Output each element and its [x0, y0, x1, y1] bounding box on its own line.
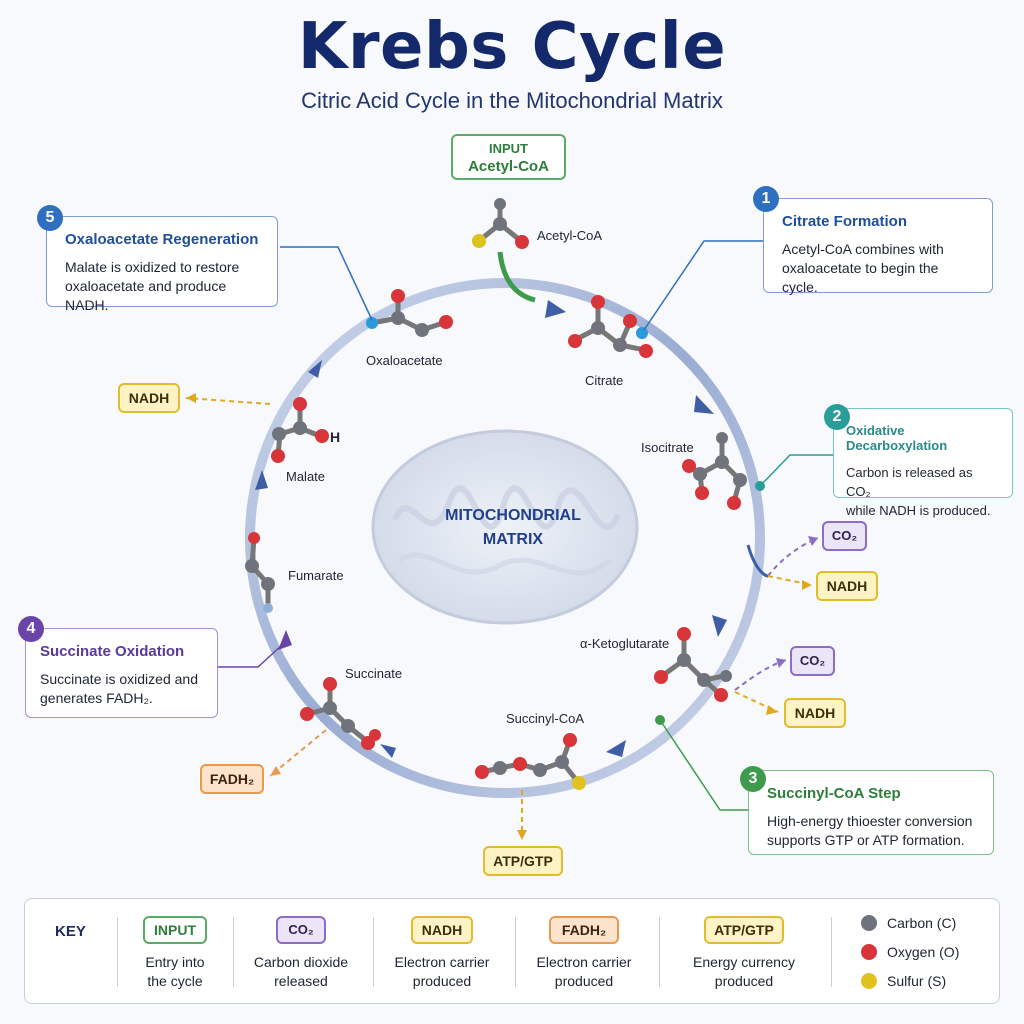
key-sulfur-label: Sulfur (S): [887, 973, 947, 989]
step-4-box: Succinate Oxidation Succinate is oxidize…: [25, 628, 218, 718]
page-subtitle: Citric Acid Cycle in the Mitochondrial M…: [301, 88, 723, 113]
step-4-line2: generates FADH₂.: [40, 690, 153, 706]
input-arrow: [497, 251, 536, 303]
step-3-badge: 3: [740, 766, 766, 792]
matrix-label: MITOCHONDRIAL MATRIX: [413, 504, 613, 552]
co2-chip-ketoglutarate: CO₂: [790, 646, 835, 676]
nadh-chip-malate: NADH: [118, 383, 180, 413]
key-input-line2: the cycle: [147, 973, 203, 989]
nadh-chip-isocitrate: NADH: [816, 571, 878, 601]
succinate-molecule: [300, 677, 381, 750]
key-atp-line1: Energy currency: [693, 954, 795, 970]
oxaloacetate-molecule: [366, 289, 453, 337]
step-2-line2: while NADH is produced.: [846, 503, 991, 518]
oxaloacetate-label: Oxaloacetate: [366, 353, 443, 368]
key-nadh-chip: NADH: [411, 916, 473, 944]
step-3-box: Succinyl-CoA Step High-energy thioester …: [748, 770, 994, 855]
key-carbon-label: Carbon (C): [887, 915, 957, 931]
isocitrate-molecule: [682, 432, 765, 510]
malate-h-label: H: [330, 429, 341, 445]
malate-molecule: [271, 397, 329, 463]
key-nadh-line2: produced: [412, 973, 472, 989]
step-3-line2: supports GTP or ATP formation.: [767, 832, 965, 848]
key-divider: [233, 917, 234, 987]
key-nadh-desc: Electron carrier produced: [382, 953, 502, 991]
step-4-line1: Succinate is oxidized and: [40, 671, 198, 687]
legend-key: KEY INPUT Entry into the cycle CO₂ Carbo…: [24, 898, 1000, 1004]
carbon-atom-icon: [861, 915, 877, 931]
input-tag: INPUT: [489, 141, 528, 156]
mitochondrion-graphic: [371, 429, 639, 625]
key-nadh-line1: Electron carrier: [394, 954, 490, 970]
step-3-line1: High-energy thioester conversion: [767, 813, 973, 829]
fumarate-molecule: [245, 532, 275, 613]
oxygen-atom-icon: [861, 944, 877, 960]
citrate-molecule: [568, 295, 653, 358]
step-2-badge: 2: [824, 404, 850, 430]
sulfur-atom-icon: [861, 973, 877, 989]
key-divider: [117, 917, 118, 987]
step-4-badge: 4: [18, 616, 44, 642]
step-5-line2: oxaloacetate and produce NADH.: [65, 278, 227, 313]
alpha-ketoglutarate-molecule: [654, 627, 732, 702]
co2-chip-isocitrate: CO₂: [822, 521, 867, 551]
succinyl-coa-molecule: [475, 733, 586, 790]
product-arrows: [185, 393, 819, 840]
step-5-box: Oxaloacetate Regeneration Malate is oxid…: [46, 216, 278, 313]
isocitrate-label: Isocitrate: [641, 440, 694, 455]
succinate-label: Succinate: [345, 666, 403, 681]
key-co2-chip: CO₂: [276, 916, 326, 944]
succinyl-coa-label: Succinyl-CoA: [506, 711, 585, 726]
step-1-line2: oxaloacetate to begin the cycle.: [782, 260, 939, 295]
key-fadh2-line2: produced: [554, 973, 614, 989]
key-atp-line2: produced: [714, 973, 774, 989]
fadh2-chip: FADH₂: [200, 764, 264, 794]
key-fadh2-chip: FADH₂: [549, 916, 619, 944]
step-5-title: Oxaloacetate Regeneration: [65, 231, 259, 248]
key-atom-swatches: [861, 915, 877, 989]
step-2-title: Oxidative Decarboxylation: [846, 423, 948, 453]
step-4-title: Succinate Oxidation: [40, 643, 185, 660]
key-co2-line1: Carbon dioxide: [253, 954, 349, 970]
key-co2-desc: Carbon dioxide released: [241, 953, 361, 991]
malate-label: Malate: [286, 469, 326, 484]
key-divider: [659, 917, 660, 987]
key-input-line1: Entry into: [145, 954, 205, 970]
step-3-title: Succinyl-CoA Step: [767, 785, 901, 802]
citrate-label: Citrate: [585, 373, 624, 388]
matrix-line1: MITOCHONDRIAL: [445, 507, 581, 524]
key-divider: [373, 917, 374, 987]
step-5-badge: 5: [37, 205, 63, 231]
key-input-desc: Entry into the cycle: [125, 953, 225, 991]
page-title: Krebs Cycle: [297, 10, 727, 84]
key-input-chip: INPUT: [143, 916, 207, 944]
step-1-box: Citrate Formation Acetyl-CoA combines wi…: [763, 198, 993, 295]
step-2-box: Oxidative Decarboxylation Carbon is rele…: [833, 408, 1013, 518]
key-atp-desc: Energy currency produced: [679, 953, 809, 991]
acetyl-coa-molecule: [472, 198, 529, 249]
step-1-title: Citrate Formation: [782, 213, 908, 230]
input-name: Acetyl-CoA: [468, 158, 549, 175]
key-title: KEY: [55, 923, 86, 940]
step-5-line1: Malate is oxidized to restore: [65, 259, 240, 275]
step-1-line1: Acetyl-CoA combines with: [782, 241, 944, 257]
connector-lines: [218, 240, 833, 811]
step-1-badge: 1: [753, 186, 779, 212]
alpha-ketoglutarate-label: α-Ketoglutarate: [580, 636, 670, 651]
key-co2-line2: released: [274, 973, 328, 989]
atp-gtp-chip: ATP/GTP: [483, 846, 563, 876]
key-atp-chip: ATP/GTP: [704, 916, 784, 944]
nadh-chip-ketoglutarate: NADH: [784, 698, 846, 728]
key-divider: [515, 917, 516, 987]
matrix-line2: MATRIX: [482, 531, 544, 548]
key-fadh2-desc: Electron carrier produced: [524, 953, 644, 991]
step-2-line1: Carbon is released as CO₂: [846, 465, 973, 499]
acetyl-coa-label: Acetyl-CoA: [537, 228, 603, 243]
fumarate-label: Fumarate: [288, 568, 344, 583]
key-divider: [831, 917, 832, 987]
key-oxygen-label: Oxygen (O): [887, 944, 960, 960]
key-fadh2-line1: Electron carrier: [536, 954, 632, 970]
input-chip: INPUT Acetyl-CoA: [451, 134, 566, 180]
